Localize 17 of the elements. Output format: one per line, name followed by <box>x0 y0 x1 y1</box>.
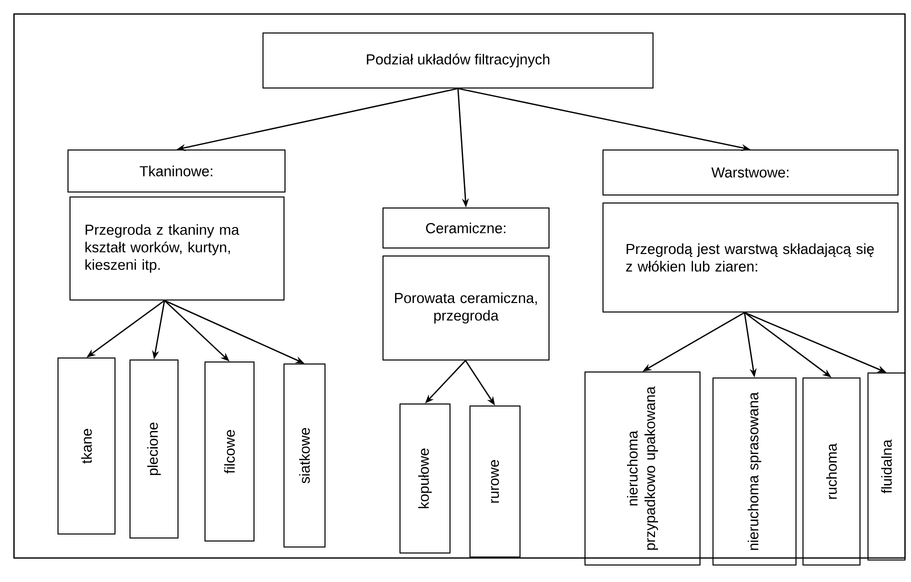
description-box: Przegroda z tkaniny ma kształt worków, kurtyn, kieszeni itp. <box>70 196 284 300</box>
category-box: Ceramiczne: <box>382 208 550 248</box>
type-box: rurowe <box>470 406 520 558</box>
description-box: Przegrodą jest warstwą składającą się z włókien lub ziaren: <box>602 202 898 312</box>
category-box: Warstwowe: <box>602 150 898 196</box>
type-box: ruchoma <box>802 378 860 566</box>
type-box: nieruchoma sprasowana <box>712 378 796 566</box>
type-box: tkane <box>58 358 116 534</box>
description-box: Porowata ceramiczna, przegroda <box>382 256 550 360</box>
type-box: plecione <box>130 360 178 538</box>
type-box: kopułowe <box>400 404 450 554</box>
type-box: nieruchoma przypadkowo upakowana <box>584 372 700 566</box>
type-box: fluidalna <box>868 372 906 560</box>
title-box: Podział układów filtracyjnych <box>262 32 654 88</box>
type-box: siatkowe <box>284 364 326 548</box>
type-box: filcowe <box>204 362 254 542</box>
category-box: Tkaninowe: <box>68 150 286 192</box>
